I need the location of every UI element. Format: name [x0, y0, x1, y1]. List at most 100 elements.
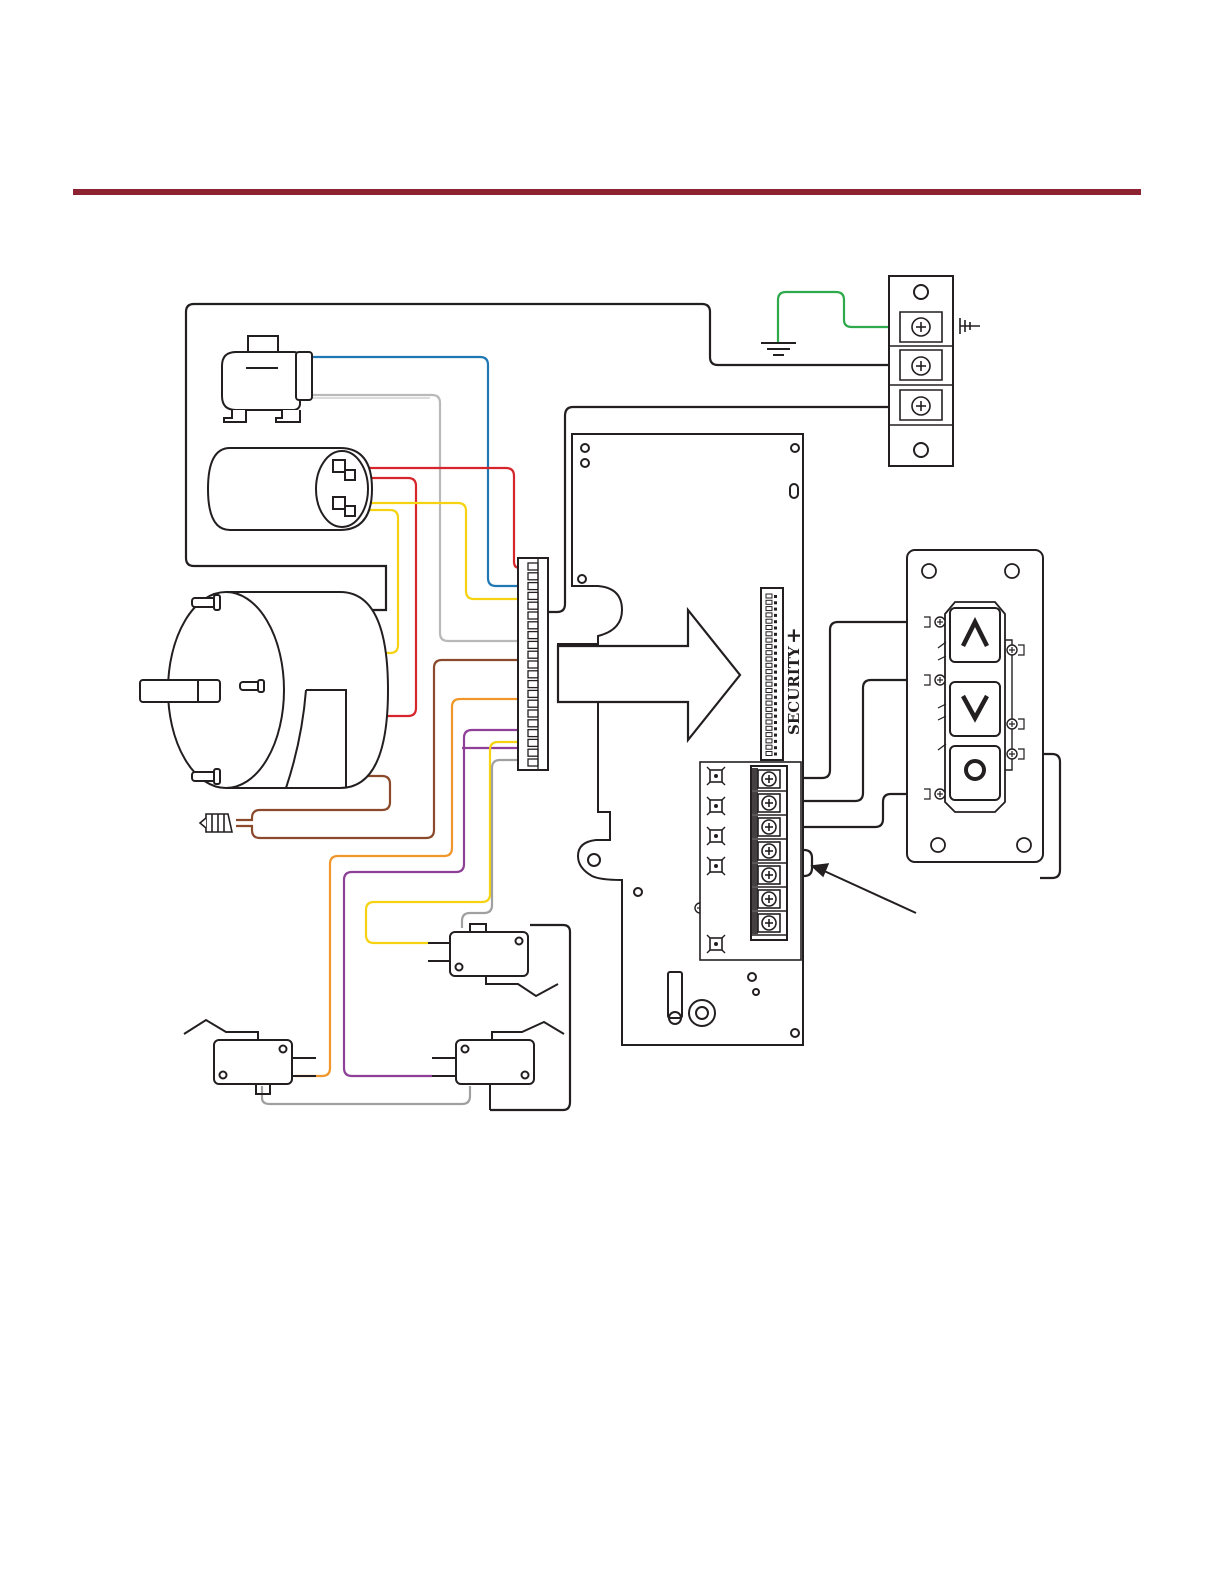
screw-terminal-icon: [935, 789, 945, 799]
limit-switch-left: [184, 1020, 316, 1094]
connector-pin: [766, 733, 772, 737]
connector-pad: [774, 715, 777, 718]
connector-pad: [774, 746, 777, 749]
connector-pin: [528, 730, 538, 737]
ground-symbol-icon: [761, 343, 796, 355]
connector-pin: [766, 752, 772, 756]
connector-pin: [766, 726, 772, 730]
connector-pin: [528, 563, 538, 570]
screw-terminal-icon: [751, 816, 780, 838]
motor-connector: [518, 558, 548, 770]
connector-pin: [766, 663, 772, 667]
down-button[interactable]: [950, 682, 1000, 736]
board-connector: [761, 588, 783, 760]
screw-terminal-icon: [707, 935, 725, 953]
screw-terminal-icon: [707, 767, 725, 785]
screw-terminal-icon: [751, 888, 780, 910]
connector-pin: [766, 689, 772, 693]
stop-button[interactable]: [950, 746, 1000, 800]
connector-pin: [766, 682, 772, 686]
up-button[interactable]: [950, 608, 1000, 662]
screw-terminal-icon: [935, 617, 945, 627]
connector-pin: [766, 644, 772, 648]
connector-pin: [766, 701, 772, 705]
wire-plug: [200, 814, 232, 832]
screw-terminal-icon: [1007, 645, 1017, 655]
connector-pin: [766, 739, 772, 743]
screw-terminal-icon: [912, 318, 930, 336]
brand-label: SECURITY: [785, 646, 803, 735]
screw-terminal-icon: [1007, 719, 1017, 729]
connector-pin: [528, 739, 538, 746]
connector-pin: [766, 707, 772, 711]
connector-pad: [774, 734, 777, 737]
connector-pin: [766, 657, 772, 661]
connector-pin: [528, 612, 538, 619]
screw-terminal-icon: [935, 675, 945, 685]
connector-pin: [766, 619, 772, 623]
connector-pin: [528, 759, 538, 766]
connector-pin: [766, 714, 772, 718]
connector-pad: [774, 614, 777, 617]
callout-arrow-icon: [812, 864, 916, 913]
connector-pin: [528, 583, 538, 590]
connector-pin: [528, 602, 538, 609]
screw-terminal-icon: [751, 840, 780, 862]
connector-pad: [774, 627, 777, 630]
connector-pin: [766, 632, 772, 636]
screw-terminal-icon: [751, 768, 780, 790]
limit-switch-top: [428, 924, 558, 996]
capacitor: [208, 448, 372, 530]
terminal-block-power: [889, 276, 953, 466]
screw-terminal-icon: [912, 357, 930, 375]
connector-pad: [774, 664, 777, 667]
connector-pin: [528, 632, 538, 639]
connector-pin: [766, 695, 772, 699]
screw-terminal-icon: [751, 792, 780, 814]
connector-pin: [766, 676, 772, 680]
connector-pin: [766, 613, 772, 617]
connector-pad: [774, 753, 777, 756]
connector-pad: [774, 620, 777, 623]
connector-pad: [774, 639, 777, 642]
connector-pin: [766, 638, 772, 642]
connector-pad: [774, 721, 777, 724]
connector-pin: [766, 745, 772, 749]
connector-pin: [528, 671, 538, 678]
connector-pad: [774, 677, 777, 680]
connector-pin: [766, 670, 772, 674]
screw-terminal-icon: [707, 827, 725, 845]
connector-pin: [528, 661, 538, 668]
connector-pin: [766, 626, 772, 630]
connector-pad: [774, 652, 777, 655]
connector-pin: [528, 622, 538, 629]
screw-terminal-icon: [912, 397, 930, 415]
chassis-ground-icon: [960, 318, 980, 334]
control-station: [907, 550, 1043, 862]
ground-wire: [778, 292, 905, 342]
connector-pin: [528, 651, 538, 658]
screw-terminal-icon: [1007, 749, 1017, 759]
connector-pin: [528, 592, 538, 599]
connector-pad: [774, 702, 777, 705]
transformer: [222, 336, 312, 422]
connector-pin: [528, 641, 538, 648]
connector-pad: [774, 633, 777, 636]
connector-pad: [774, 645, 777, 648]
motor: [140, 592, 388, 788]
connector-pad: [774, 708, 777, 711]
connector-pin: [528, 690, 538, 697]
connector-pin: [766, 594, 772, 598]
connector-pin: [528, 710, 538, 717]
connector-pin: [528, 573, 538, 580]
screw-terminal-icon: [751, 912, 780, 934]
connector-pad: [774, 727, 777, 730]
connector-pin: [528, 681, 538, 688]
board-terminal-area: [700, 762, 801, 960]
connector-pad: [774, 740, 777, 743]
screw-terminal-icon: [707, 797, 725, 815]
connector-pad: [774, 671, 777, 674]
screw-terminal-icon: [751, 864, 780, 886]
